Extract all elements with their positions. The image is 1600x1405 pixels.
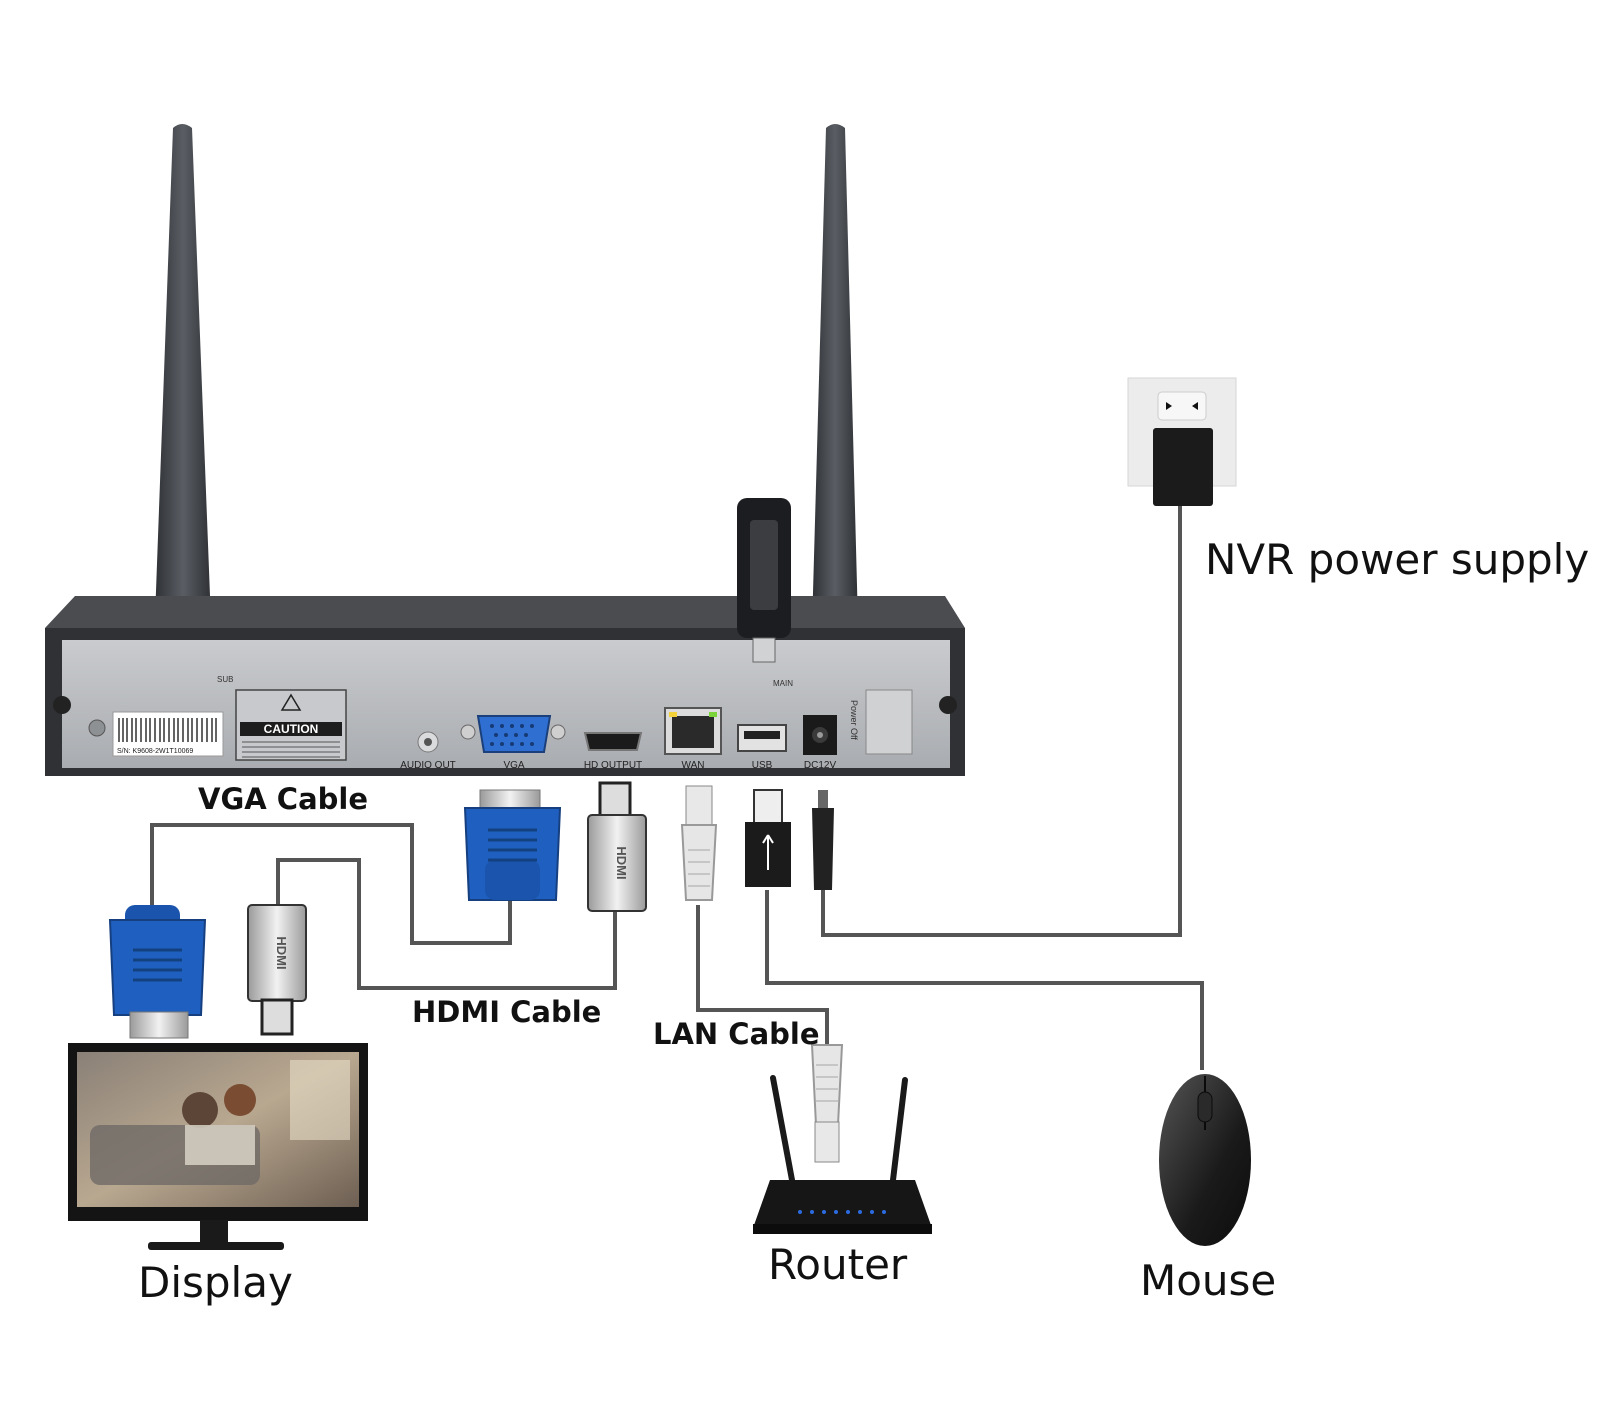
vga-cable-line [150,823,512,945]
mouse-label: Mouse [1140,1256,1277,1305]
usb-plug-nvr [745,789,791,887]
hdmi-cable-line [276,858,617,990]
hdmi-plug-nvr-text: HDMI [614,846,629,879]
dc-power-port [803,715,837,755]
vga-port [460,715,566,753]
antenna-sub-label: SUB [217,675,233,684]
power-adapter [1153,428,1213,506]
display-label: Display [138,1258,293,1307]
power-supply-label: NVR power supply [1205,535,1590,584]
power-switch: Power Off [849,689,913,755]
usb-port [737,724,787,752]
hdmi-cable-label: HDMI Cable [412,995,602,1029]
port-label-hdmi: HD OUTPUT [584,760,642,771]
caution-text: CAUTION [264,722,319,736]
lan-plug-router [810,1044,844,1163]
hdmi-port [583,732,643,751]
vga-cable-label: VGA Cable [198,782,369,816]
port-label-wan: WAN [682,760,705,771]
hdmi-plug-display: HDMI [247,904,307,1036]
power-switch-label: Power Off [849,700,859,740]
lan-plug-nvr [680,785,718,901]
port-label-vga: VGA [503,760,524,771]
nvr-recorder: S/N: K9608-2W1T10069 SUB MAIN CAUTION [45,498,965,776]
hdmi-plug-display-text: HDMI [274,936,289,969]
wan-port [664,707,722,755]
audio-out-port [417,731,439,753]
power-cable-line [821,505,1182,937]
hdmi-plug-nvr: HDMI [587,781,647,912]
router-label: Router [768,1240,908,1289]
caution-sticker: CAUTION [235,689,347,761]
lan-cable-label: LAN Cable [653,1017,820,1051]
serial-sticker: S/N: K9608-2W1T10069 [112,711,224,757]
port-label-dc: DC12V [804,760,837,771]
router-device [753,1075,932,1234]
mouse-device [1159,1074,1251,1246]
port-label-usb: USB [752,760,773,771]
display-monitor [68,1043,368,1250]
serial-text: S/N: K9608-2W1T10069 [117,748,193,755]
dc-plug-nvr [812,790,834,890]
port-label-audio: AUDIO OUT [400,760,456,771]
vga-plug-display [108,905,207,1039]
cable-lines [150,505,1204,1070]
wifi-dongle [737,498,791,663]
lan-cable-line [696,905,829,1045]
usb-cable-line [765,890,1204,1070]
vga-plug-nvr [463,789,562,901]
antenna-main-label: MAIN [773,679,793,688]
